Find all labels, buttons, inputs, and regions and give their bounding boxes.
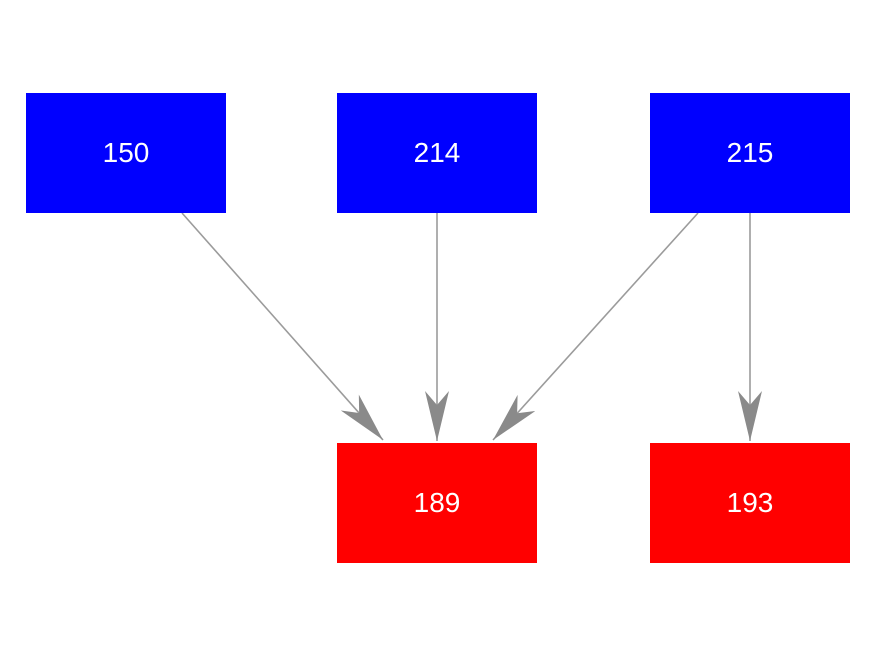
node-label-189: 189 (413, 487, 461, 518)
node-214: 214 (337, 93, 537, 213)
edge-group (181, 212, 762, 441)
edge-150-to-189 (181, 212, 384, 441)
node-label-193: 193 (726, 487, 774, 518)
node-label-215: 215 (726, 137, 774, 168)
node-label-214: 214 (413, 137, 461, 168)
node-215: 215 (650, 93, 850, 213)
node-label-150: 150 (102, 137, 150, 168)
node-193: 193 (650, 443, 850, 563)
edge-215-to-189 (492, 212, 699, 441)
node-150: 150 (26, 93, 226, 213)
node-189: 189 (337, 443, 537, 563)
